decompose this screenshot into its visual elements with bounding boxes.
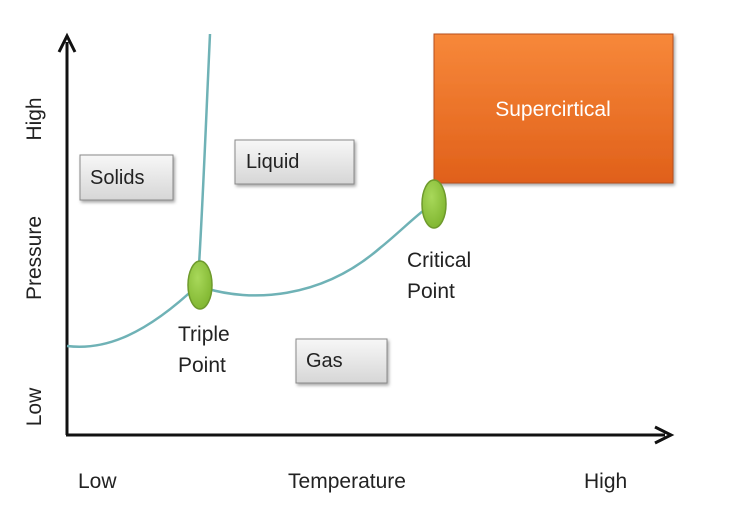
critical-point-label-line2: Point	[407, 280, 455, 303]
x-axis-low-label: Low	[78, 470, 117, 493]
y-axis-high-label: High	[23, 97, 46, 140]
critical-point-label-line1: Critical	[407, 249, 471, 272]
y-axis-arrowhead	[57, 32, 77, 53]
x-axis-arrowhead	[654, 425, 675, 445]
y-axis-title: Pressure	[23, 216, 46, 300]
gas-region-label: Gas	[306, 350, 343, 372]
x-axis-title: Temperature	[288, 470, 406, 493]
triple-point-marker	[187, 260, 213, 310]
solids-region-label: Solids	[90, 167, 144, 189]
critical-point-marker	[421, 179, 447, 229]
supercritical-region-box	[433, 33, 674, 184]
vaporization-curve	[204, 202, 433, 297]
gas-region-box	[295, 338, 388, 384]
triple-point-label-line2: Point	[178, 354, 226, 377]
sublimation-curve	[66, 284, 199, 348]
triple-point-label-line1: Triple	[178, 323, 230, 346]
x-axis-high-label: High	[584, 470, 627, 493]
solids-region-box	[79, 154, 174, 201]
melting-curve	[197, 33, 212, 266]
y-axis-low-label: Low	[23, 387, 46, 426]
liquid-region-box	[234, 139, 355, 185]
liquid-region-label: Liquid	[246, 151, 299, 173]
supercritical-region-label: Supercirtical	[495, 98, 611, 121]
